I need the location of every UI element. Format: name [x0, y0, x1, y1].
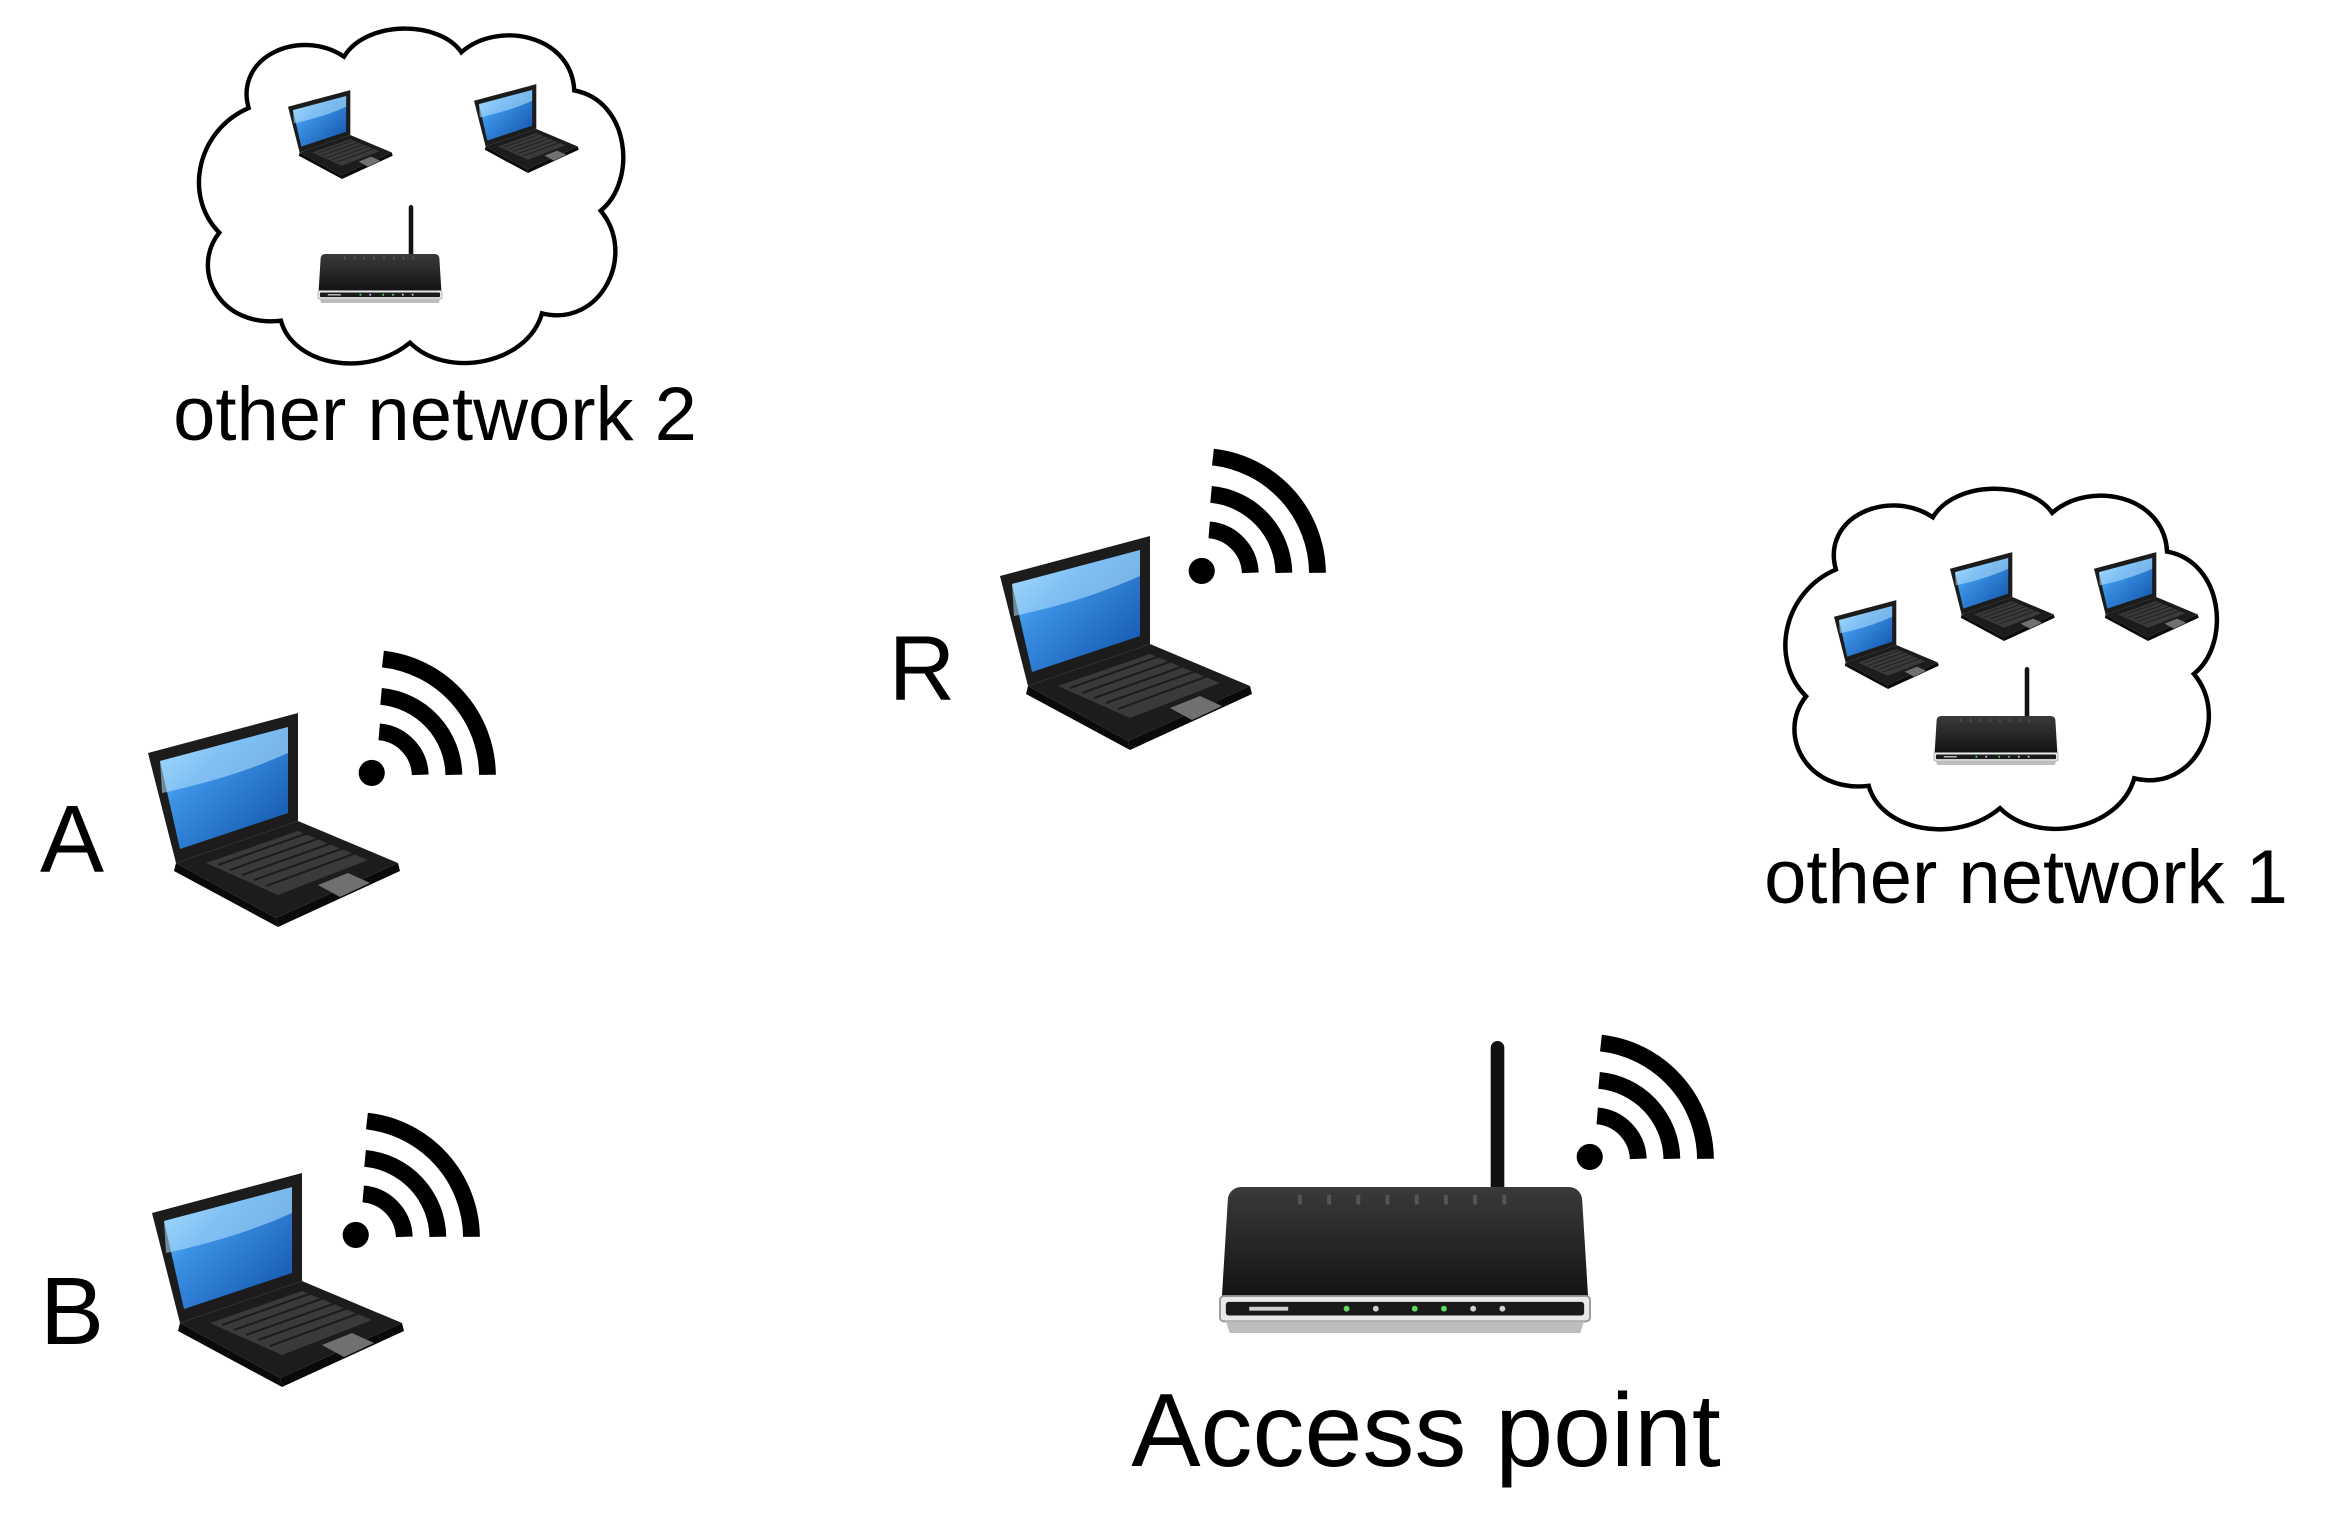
other-network-2: other network 2 [173, 29, 697, 457]
node-a: A [40, 659, 488, 929]
laptop-icon [146, 711, 402, 929]
node-b-label: B [40, 1258, 104, 1365]
node-b: B [40, 1121, 472, 1389]
other-network-1-label: other network 1 [1764, 835, 2288, 920]
wifi-icon [1189, 457, 1318, 584]
wifi-icon [359, 659, 488, 786]
laptop-icon [150, 1171, 406, 1389]
other-network-2-label: other network 2 [173, 372, 697, 457]
cloud-icon [199, 29, 623, 364]
wifi-icon [343, 1121, 472, 1248]
node-r-label: R [889, 618, 955, 720]
node-a-label: A [40, 786, 104, 893]
wifi-icon [1577, 1043, 1706, 1170]
other-network-1: other network 1 [1764, 489, 2288, 920]
node-r: R [889, 457, 1318, 751]
access-point-label: Access point [1131, 1373, 1721, 1489]
access-point: Access point [1131, 1041, 1721, 1489]
router-icon [1218, 1039, 1592, 1335]
